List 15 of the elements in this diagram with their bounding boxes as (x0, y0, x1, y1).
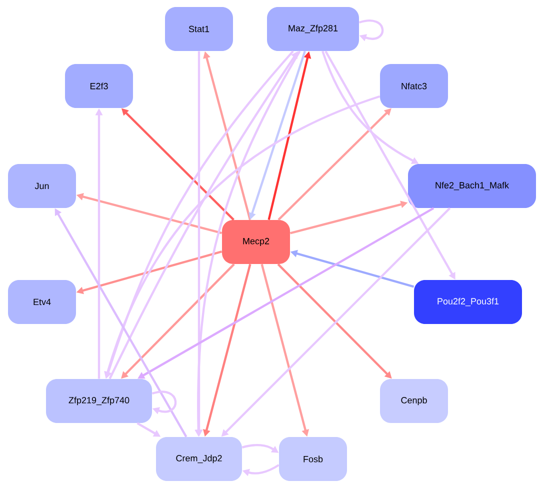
gene-box: Pou2f2_Pou3f1 (414, 280, 522, 324)
arrow (152, 390, 177, 414)
gene-box: Fosb (279, 436, 347, 481)
gene-box: Stat1 (165, 7, 233, 51)
arrow (358, 20, 384, 42)
gene-box: Mecp2 (222, 220, 290, 264)
gene-box: E2f3 (65, 64, 133, 108)
gene-box: Nfatc3 (380, 64, 448, 108)
gene-box: Etv4 (8, 280, 76, 324)
gene-box: Maz_Zfp281 (267, 7, 359, 51)
gene-box: Jun (8, 164, 76, 208)
gene-box: Zfp219_Zfp740 (46, 378, 152, 423)
gene-box: Nfe2_Bach1_Mafk (408, 164, 536, 208)
gene-box: Cenpb (380, 378, 448, 423)
gene-box: Crem_Jdp2 (156, 436, 242, 481)
